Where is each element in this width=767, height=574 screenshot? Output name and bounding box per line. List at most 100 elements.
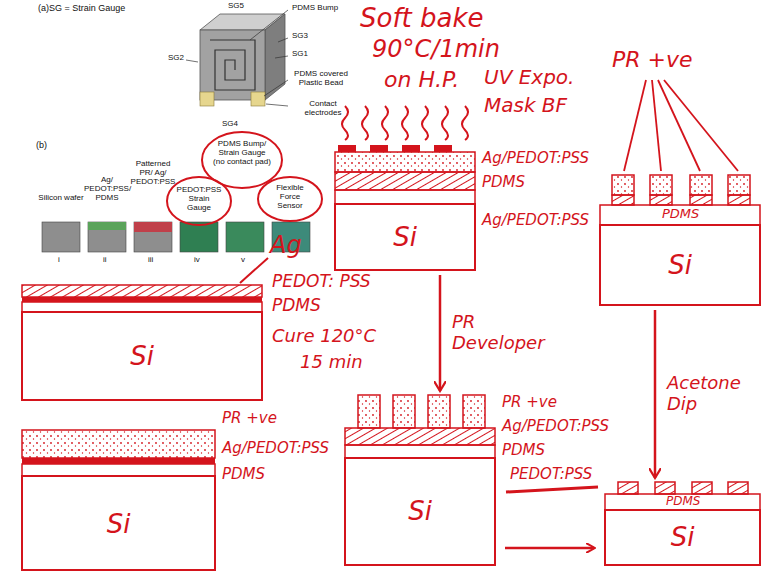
process-note: 15 min	[300, 352, 363, 372]
drawing-part	[186, 60, 198, 62]
drawing-part	[335, 172, 475, 190]
layer-label: Ag/PEDOT:PSS	[482, 212, 589, 229]
substrate-label: Si	[130, 342, 154, 371]
process-note: Soft bake	[360, 4, 484, 33]
drawing-part	[692, 482, 712, 494]
step-label: PR Developer	[452, 312, 552, 353]
layer-label: PDMS	[666, 495, 700, 508]
drawing-part	[505, 547, 594, 550]
layer-label: Ag/PEDOT:PSS	[482, 150, 589, 167]
part-label: Contact electrodes	[292, 100, 354, 118]
layer-label: PDMS	[272, 296, 321, 315]
step-number: ii	[103, 256, 107, 265]
drawing-part	[338, 145, 356, 152]
drawing-part	[382, 106, 388, 140]
layer-label: PDMS	[502, 442, 545, 459]
sensor-cube	[186, 10, 288, 106]
drawing-part	[264, 80, 288, 96]
drawing-part	[275, 56, 288, 58]
layer-label: PR +ve	[502, 394, 557, 411]
part-label: PDMS Bump	[292, 4, 338, 13]
drawing-part	[250, 10, 288, 40]
process-note: Mask BF	[484, 94, 567, 116]
drawing-part	[22, 476, 215, 570]
drawing-part	[370, 145, 388, 152]
wafer-left-top	[22, 258, 268, 400]
process-note: 90°C/1min	[372, 36, 500, 63]
layer-label: PDMS	[222, 466, 265, 483]
wafer-right-top	[600, 80, 760, 305]
layer-label: PEDOT: PSS	[272, 272, 371, 291]
substrate-label: Si	[107, 510, 131, 539]
substrate-label: Si	[671, 523, 695, 552]
drawing-part	[650, 195, 672, 205]
drawing-part	[22, 458, 215, 464]
drawing-part	[655, 482, 675, 494]
wafer-middle-bottom	[345, 395, 495, 565]
step-label: Silicon wafer	[38, 194, 84, 203]
drawing-part	[624, 80, 646, 171]
layer-label: PEDOT:PSS	[510, 466, 592, 483]
step-label: Acetone Dip	[667, 373, 767, 414]
drawing-part	[200, 92, 214, 106]
wafer-middle-top	[335, 145, 475, 270]
drawing-part	[605, 510, 760, 565]
wafer-stack: Si	[22, 285, 262, 400]
drawing-part	[652, 80, 661, 171]
gauge-label: SG1	[292, 50, 308, 59]
drawing-part	[690, 195, 712, 205]
layer-label: PDMS	[482, 174, 525, 191]
layer-label: Ag/PEDOT:PSS	[222, 440, 329, 457]
uv-rays	[342, 106, 468, 140]
drawing-part	[22, 464, 215, 476]
drawing-part	[22, 312, 262, 400]
step-number: v	[241, 256, 245, 265]
drawing-part	[202, 132, 282, 188]
gauge-label: SG4	[222, 120, 238, 129]
drawing-part	[22, 430, 215, 458]
drawing-part	[278, 38, 288, 42]
drawing-part	[362, 106, 368, 140]
gauge-label: SG3	[292, 32, 308, 41]
drawing-part	[335, 190, 475, 204]
gauge-label: SG2	[168, 54, 184, 63]
step-number: iii	[148, 256, 153, 265]
layer-label: PDMS	[662, 207, 699, 222]
drawing-part	[428, 395, 450, 428]
substrate-label: Si	[668, 251, 692, 280]
wafer-stack: Si	[345, 395, 495, 565]
step-label: PEDOT:PSS Strain Gauge	[176, 186, 222, 213]
drawing-part	[434, 145, 452, 152]
drawing-part	[612, 195, 634, 205]
drawing-part	[402, 145, 420, 152]
drawing-part	[393, 395, 415, 428]
layer-label: Ag	[270, 232, 302, 259]
drawing-part	[134, 222, 172, 232]
part-label: PDMS covered Plastic Bead	[292, 70, 350, 88]
wafer-stack: Si	[600, 175, 760, 305]
gauge-label: SG5	[228, 2, 244, 11]
drawing-part	[258, 177, 322, 221]
step-label: Patterned PR/ Ag/ PEDOT:PSS	[130, 160, 176, 187]
substrate-label: Si	[408, 497, 432, 526]
drawing-part	[180, 222, 218, 252]
drawing-part	[210, 40, 255, 90]
drawing-part	[345, 445, 495, 458]
step-number: iv	[194, 256, 200, 265]
drawing-part	[335, 204, 475, 270]
process-note: Cure 120°C	[272, 326, 376, 346]
drawing-part	[506, 487, 598, 492]
layer-label: PR +ve	[222, 410, 277, 427]
step-label: Ag/ PEDOT:PSS/ PDMS	[84, 176, 130, 203]
process-note: UV Expo.	[484, 66, 574, 88]
drawing-part	[266, 104, 288, 106]
drawing-part	[463, 395, 485, 428]
drawing-part	[462, 106, 468, 140]
drawing-part	[600, 205, 760, 225]
drawing-part	[226, 222, 264, 252]
drawing-part	[690, 175, 712, 195]
drawing-part	[664, 80, 738, 171]
drawing-part	[42, 222, 80, 252]
drawing-part	[442, 106, 448, 140]
